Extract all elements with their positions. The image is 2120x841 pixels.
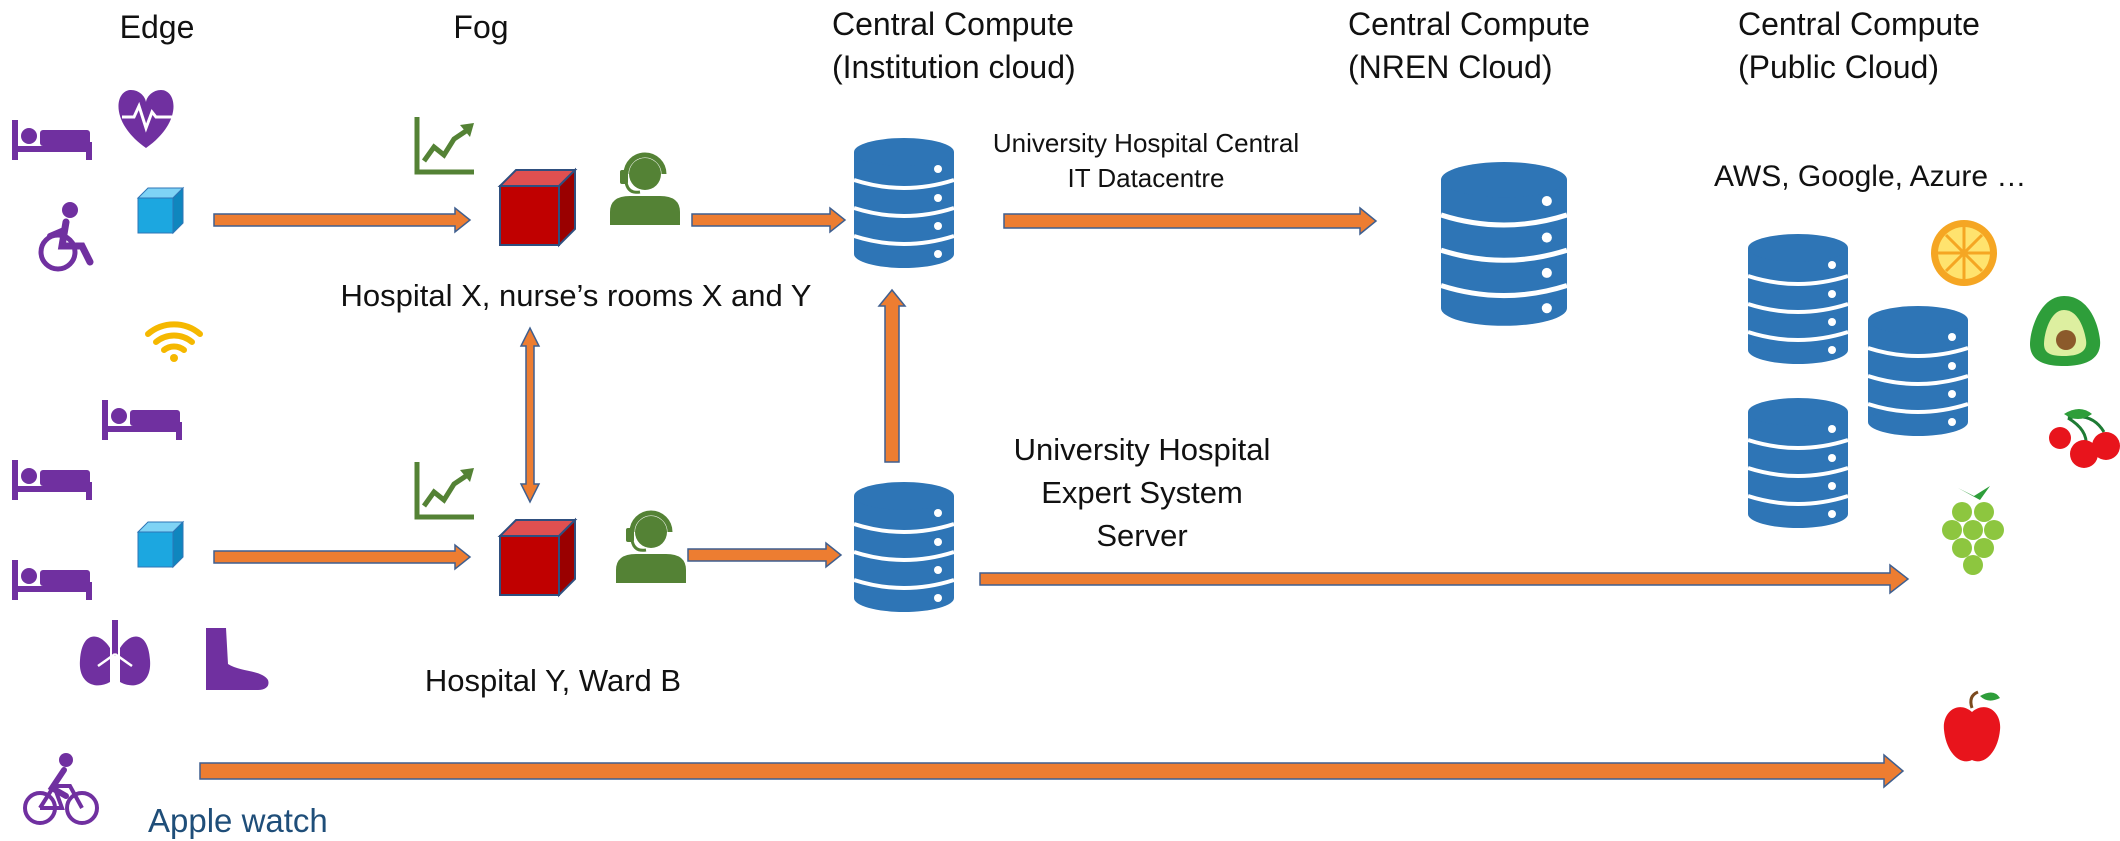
heart-monitor-icon: [118, 90, 174, 148]
bed-icon: [12, 460, 92, 500]
arrow-fog-to-expert-bottom: [687, 541, 843, 569]
cube-icon: [137, 521, 184, 568]
expert-system-label-line3: Server: [1096, 518, 1187, 553]
wheelchair-icon: [38, 202, 94, 272]
operator-headset-icon: [616, 513, 686, 583]
arrows: [199, 206, 1910, 789]
database-icon: [852, 136, 956, 270]
arrow-expert-to-public-cloud: [979, 563, 1910, 595]
arrow-fog-to-institution-top: [691, 206, 847, 234]
cube-icon: [137, 187, 184, 234]
datacentre-label-line2: IT Datacentre: [1067, 163, 1224, 193]
database-icon: [1746, 396, 1850, 530]
datacentre-label-line1: University Hospital Central: [993, 128, 1299, 158]
foot-icon: [206, 628, 269, 690]
arrow-fog-bidirectional: [519, 326, 541, 504]
lungs-icon: [79, 620, 151, 686]
apple-watch-label: Apple watch: [148, 802, 328, 839]
database-icon: [852, 480, 956, 614]
bed-icon: [12, 560, 92, 600]
expert-system-label-line2: Expert System: [1041, 475, 1243, 510]
hospital-y-label: Hospital Y, Ward B: [425, 663, 681, 698]
arrow-institution-to-nren: [1003, 206, 1378, 236]
institution-cloud-header-line1: Central Compute: [832, 6, 1074, 42]
public-providers-label: AWS, Google, Azure …: [1714, 160, 2026, 193]
arrow-edge-to-fog-bottom: [213, 543, 472, 571]
bicycle-icon: [23, 753, 99, 825]
operator-headset-icon: [610, 155, 680, 225]
database-icon: [1441, 162, 1567, 326]
bed-icon: [12, 120, 92, 160]
cherries-icon: [2049, 409, 2120, 468]
database-icon: [1746, 232, 1850, 366]
public-cloud-header-line2: (Public Cloud): [1738, 49, 1939, 85]
fog-header: Fog: [453, 9, 508, 45]
hospital-x-label: Hospital X, nurse’s rooms X and Y: [341, 278, 812, 313]
arrow-apple-watch-to-public-cloud: [199, 753, 1905, 789]
avocado-icon: [2030, 296, 2101, 366]
apple-icon: [1943, 690, 2001, 762]
expert-system-label-line1: University Hospital: [1014, 432, 1271, 467]
nren-cloud-header-line1: Central Compute: [1348, 6, 1590, 42]
arrow-expert-to-datacentre: [877, 288, 907, 463]
orange-icon: [1931, 220, 1997, 286]
public-cloud-header-line1: Central Compute: [1738, 6, 1980, 42]
arrow-edge-to-fog-top: [213, 206, 472, 234]
trend-chart-icon: [417, 117, 474, 172]
wifi-icon: [145, 321, 203, 362]
server-cube-icon: [499, 519, 576, 596]
trend-chart-icon: [417, 462, 474, 517]
server-cube-icon: [499, 169, 576, 246]
nren-cloud-header-line2: (NREN Cloud): [1348, 49, 1552, 85]
bed-icon: [102, 400, 182, 440]
grapes-icon: [1942, 486, 2004, 575]
database-icon: [1866, 304, 1970, 438]
institution-cloud-header-line2: (Institution cloud): [832, 49, 1076, 85]
edge-header: Edge: [120, 9, 195, 45]
